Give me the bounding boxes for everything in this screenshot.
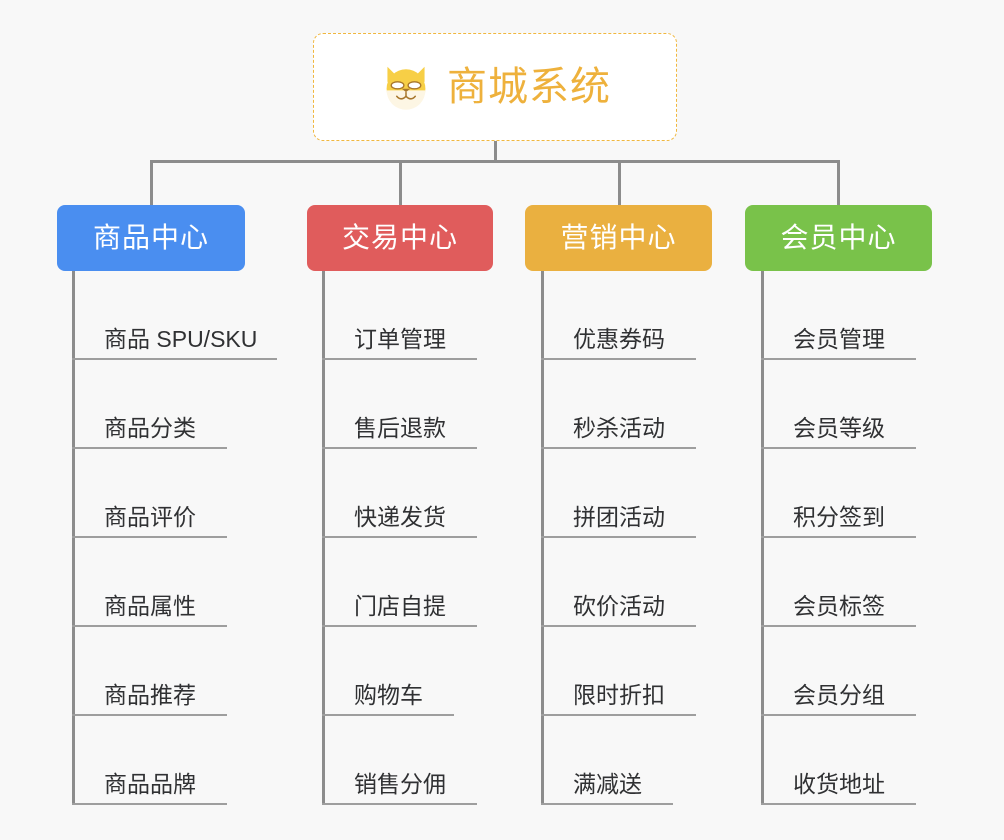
leaf-label: 优惠券码 bbox=[573, 325, 665, 352]
leaf-underline bbox=[761, 625, 916, 627]
leaf-underline bbox=[541, 447, 696, 449]
root-title: 商城系统 bbox=[447, 65, 611, 109]
leaf-underline bbox=[761, 358, 916, 360]
connector-drop-4 bbox=[837, 160, 840, 205]
leaf-underline bbox=[72, 625, 227, 627]
leaf-underline bbox=[322, 803, 477, 805]
root-node[interactable]: 商城系统 bbox=[313, 33, 677, 141]
leaf-item[interactable]: 快递发货 bbox=[322, 449, 477, 538]
category-label-1: 商品中心 bbox=[92, 222, 209, 253]
leaf-item[interactable]: 砍价活动 bbox=[541, 538, 696, 627]
leaf-item[interactable]: 售后退款 bbox=[322, 360, 477, 449]
leaf-label: 砍价活动 bbox=[573, 592, 665, 619]
leaf-underline bbox=[72, 803, 227, 805]
category-box-3[interactable]: 营销中心 bbox=[525, 205, 712, 271]
leaf-label: 秒杀活动 bbox=[573, 414, 665, 441]
category-label-2: 交易中心 bbox=[341, 222, 458, 253]
leaf-label: 售后退款 bbox=[354, 414, 446, 441]
leaf-item[interactable]: 会员等级 bbox=[761, 360, 916, 449]
connector-drop-3 bbox=[618, 160, 621, 205]
leaf-label: 拼团活动 bbox=[573, 503, 665, 530]
connector-horizontal-bar bbox=[150, 160, 840, 163]
connector-drop-2 bbox=[399, 160, 402, 205]
leaf-label: 销售分佣 bbox=[354, 770, 446, 797]
leaf-label: 购物车 bbox=[354, 681, 423, 708]
leaf-item[interactable]: 会员标签 bbox=[761, 538, 916, 627]
category-label-3: 营销中心 bbox=[560, 222, 677, 253]
leaf-label: 商品推荐 bbox=[104, 681, 196, 708]
leaf-item[interactable]: 拼团活动 bbox=[541, 449, 696, 538]
category-label-4: 会员中心 bbox=[780, 222, 897, 253]
connector-root-stem bbox=[494, 141, 497, 162]
leaf-underline bbox=[761, 803, 916, 805]
leaf-underline bbox=[541, 625, 696, 627]
leaf-label: 商品属性 bbox=[104, 592, 196, 619]
leaf-underline bbox=[72, 536, 227, 538]
leaf-label: 积分签到 bbox=[793, 503, 885, 530]
leaf-label: 会员分组 bbox=[793, 681, 885, 708]
leaf-item[interactable]: 积分签到 bbox=[761, 449, 916, 538]
leaf-item[interactable]: 会员管理 bbox=[761, 271, 916, 360]
leaf-label: 商品分类 bbox=[104, 414, 196, 441]
leaf-item[interactable]: 商品评价 bbox=[72, 449, 227, 538]
leaf-label: 订单管理 bbox=[354, 325, 446, 352]
leaf-label: 会员等级 bbox=[793, 414, 885, 441]
leaf-underline bbox=[322, 536, 477, 538]
leaf-item[interactable]: 满减送 bbox=[541, 716, 673, 805]
leaf-label: 门店自提 bbox=[354, 592, 446, 619]
leaf-item[interactable]: 会员分组 bbox=[761, 627, 916, 716]
leaf-label: 会员标签 bbox=[793, 592, 885, 619]
leaf-item[interactable]: 商品 SPU/SKU bbox=[72, 271, 277, 360]
leaf-spine-2 bbox=[322, 271, 325, 805]
leaf-item[interactable]: 优惠券码 bbox=[541, 271, 696, 360]
leaf-item[interactable]: 销售分佣 bbox=[322, 716, 477, 805]
leaf-spine-3 bbox=[541, 271, 544, 805]
leaf-label: 商品品牌 bbox=[104, 770, 196, 797]
leaf-underline bbox=[541, 536, 696, 538]
leaf-underline bbox=[322, 447, 477, 449]
category-box-1[interactable]: 商品中心 bbox=[57, 205, 245, 271]
leaf-item[interactable]: 收货地址 bbox=[761, 716, 916, 805]
leaf-underline bbox=[322, 625, 477, 627]
leaf-item[interactable]: 秒杀活动 bbox=[541, 360, 696, 449]
leaf-underline bbox=[72, 447, 227, 449]
leaf-label: 满减送 bbox=[573, 770, 642, 797]
leaf-item[interactable]: 门店自提 bbox=[322, 538, 477, 627]
leaf-item[interactable]: 限时折扣 bbox=[541, 627, 696, 716]
leaf-underline bbox=[541, 714, 696, 716]
leaf-underline bbox=[541, 358, 696, 360]
leaf-underline bbox=[72, 358, 277, 360]
leaf-label: 商品 SPU/SKU bbox=[104, 325, 258, 352]
category-box-4[interactable]: 会员中心 bbox=[745, 205, 932, 271]
leaf-underline bbox=[761, 714, 916, 716]
leaf-item[interactable]: 商品推荐 bbox=[72, 627, 227, 716]
leaf-underline bbox=[761, 536, 916, 538]
shiba-dog-face-icon bbox=[386, 66, 426, 110]
leaf-spine-1 bbox=[72, 271, 75, 805]
leaf-label: 快递发货 bbox=[354, 503, 446, 530]
leaf-item[interactable]: 商品分类 bbox=[72, 360, 227, 449]
leaf-label: 商品评价 bbox=[104, 503, 196, 530]
leaf-underline bbox=[322, 358, 477, 360]
leaf-item[interactable]: 订单管理 bbox=[322, 271, 477, 360]
leaf-item[interactable]: 购物车 bbox=[322, 627, 454, 716]
leaf-underline bbox=[72, 714, 227, 716]
leaf-label: 会员管理 bbox=[793, 325, 885, 352]
leaf-underline bbox=[761, 447, 916, 449]
connector-drop-1 bbox=[150, 160, 153, 205]
leaf-underline bbox=[541, 803, 673, 805]
leaf-item[interactable]: 商品属性 bbox=[72, 538, 227, 627]
leaf-label: 限时折扣 bbox=[573, 681, 665, 708]
leaf-item[interactable]: 商品品牌 bbox=[72, 716, 227, 805]
leaf-underline bbox=[322, 714, 454, 716]
leaf-label: 收货地址 bbox=[793, 770, 885, 797]
category-box-2[interactable]: 交易中心 bbox=[307, 205, 493, 271]
leaf-spine-4 bbox=[761, 271, 764, 805]
